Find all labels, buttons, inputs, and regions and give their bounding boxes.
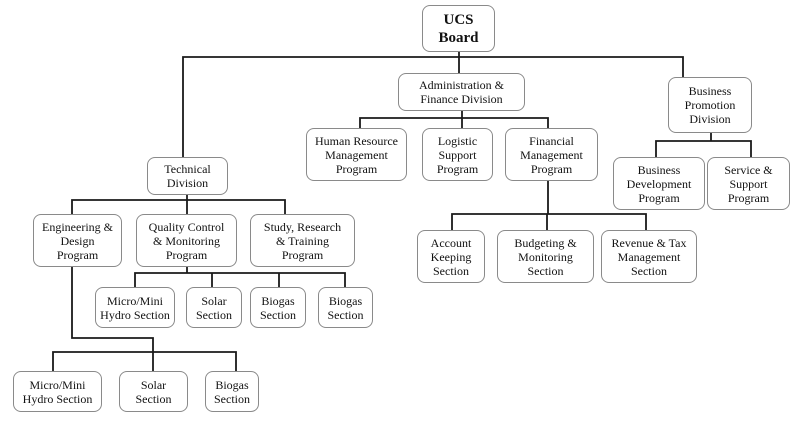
connector-qc-children xyxy=(134,272,346,288)
node-qc-biogas-section-2: Biogas Section xyxy=(318,287,373,328)
connector-board-to-divisions xyxy=(182,56,684,163)
connector-technical-children xyxy=(71,199,286,215)
node-eng-biogas-section: Biogas Section xyxy=(205,371,259,412)
node-budgeting-section: Budgeting & Monitoring Section xyxy=(497,230,594,283)
node-account-section: Account Keeping Section xyxy=(417,230,485,283)
node-eng-micro-hydro-section: Micro/Mini Hydro Section xyxy=(13,371,102,412)
node-quality-control-program: Quality Control & Monitoring Program xyxy=(136,214,237,267)
node-financial-program: Financial Management Program xyxy=(505,128,598,181)
node-qc-biogas-section: Biogas Section xyxy=(250,287,306,328)
connector-financial-children xyxy=(451,213,647,231)
node-admin-finance-division: Administration & Finance Division xyxy=(398,73,525,111)
node-logistic-program: Logistic Support Program xyxy=(422,128,493,181)
connector-engineering-children xyxy=(52,351,237,372)
node-eng-solar-section: Solar Section xyxy=(119,371,188,412)
node-ucs-board: UCS Board xyxy=(422,5,495,52)
node-qc-micro-hydro-section: Micro/Mini Hydro Section xyxy=(95,287,175,328)
connector-admin-children xyxy=(359,117,549,129)
connector-bp-children xyxy=(655,140,752,158)
node-revenue-section: Revenue & Tax Management Section xyxy=(601,230,697,283)
node-engineering-program: Engineering & Design Program xyxy=(33,214,122,267)
node-business-dev-program: Business Development Program xyxy=(613,157,705,210)
connector-engineering-trunk xyxy=(71,266,154,352)
node-qc-solar-section: Solar Section xyxy=(186,287,242,328)
node-study-research-program: Study, Research & Training Program xyxy=(250,214,355,267)
node-business-promotion-division: Business Promotion Division xyxy=(668,77,752,133)
node-service-support-program: Service & Support Program xyxy=(707,157,790,210)
node-technical-division: Technical Division xyxy=(147,157,228,195)
node-hr-program: Human Resource Management Program xyxy=(306,128,407,181)
